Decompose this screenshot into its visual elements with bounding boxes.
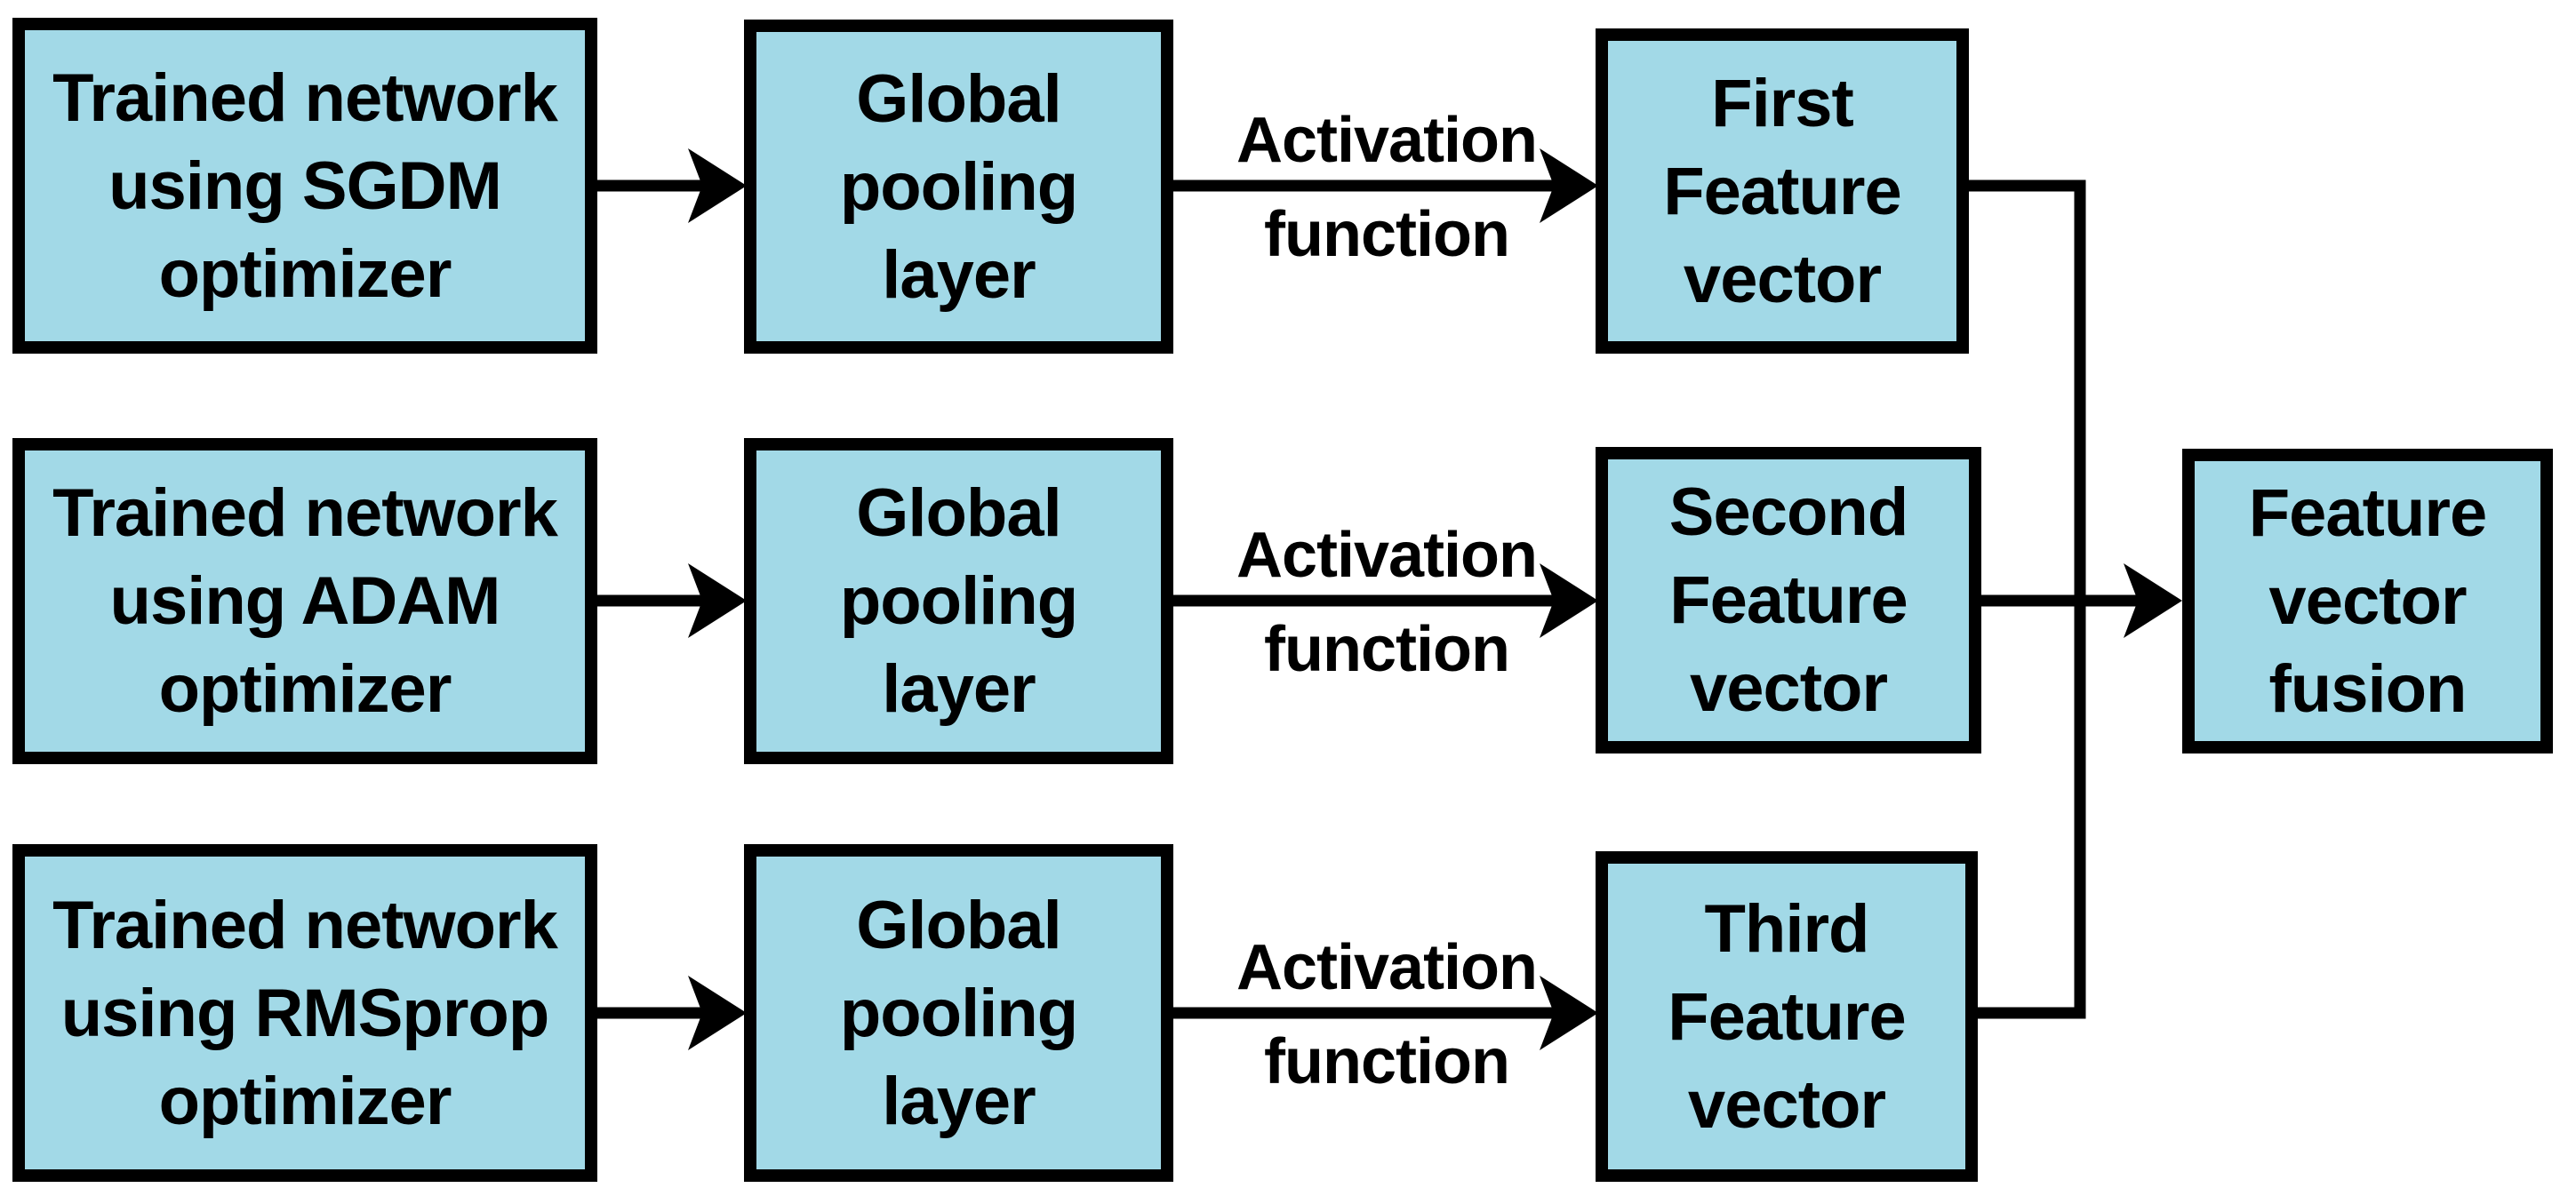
box-trained-network-rmsprop: Trained network using RMSprop optimizer	[12, 844, 597, 1182]
arrowhead-icon	[688, 148, 747, 223]
label-function-row2: function	[1264, 614, 1510, 685]
arrowhead-icon	[1540, 148, 1598, 223]
arrowhead-icon	[688, 563, 747, 638]
box-third-feature-vector: Third Feature vector	[1596, 851, 1978, 1182]
box-first-feature-vector: First Feature vector	[1596, 28, 1969, 354]
box-trained-network-sgdm: Trained network using SGDM optimizer	[12, 18, 597, 354]
box-global-pooling-row2: Global pooling layer	[744, 438, 1173, 764]
box-global-pooling-row1: Global pooling layer	[744, 20, 1173, 354]
label-activation-row1: Activation	[1236, 105, 1538, 176]
box-trained-network-adam: Trained network using ADAM optimizer	[12, 438, 597, 764]
box-feature-vector-fusion: Feature vector fusion	[2182, 449, 2553, 753]
arrowhead-icon	[688, 976, 747, 1050]
label-function-row3: function	[1264, 1026, 1510, 1097]
box-global-pooling-row3: Global pooling layer	[744, 844, 1173, 1182]
label-activation-row2: Activation	[1236, 520, 1538, 591]
label-activation-row3: Activation	[1236, 932, 1538, 1003]
arrowhead-icon	[1540, 563, 1598, 638]
box-second-feature-vector: Second Feature vector	[1596, 447, 1981, 753]
arrowhead-icon	[1540, 976, 1598, 1050]
label-function-row1: function	[1264, 199, 1510, 270]
arrowhead-icon	[2124, 563, 2182, 638]
